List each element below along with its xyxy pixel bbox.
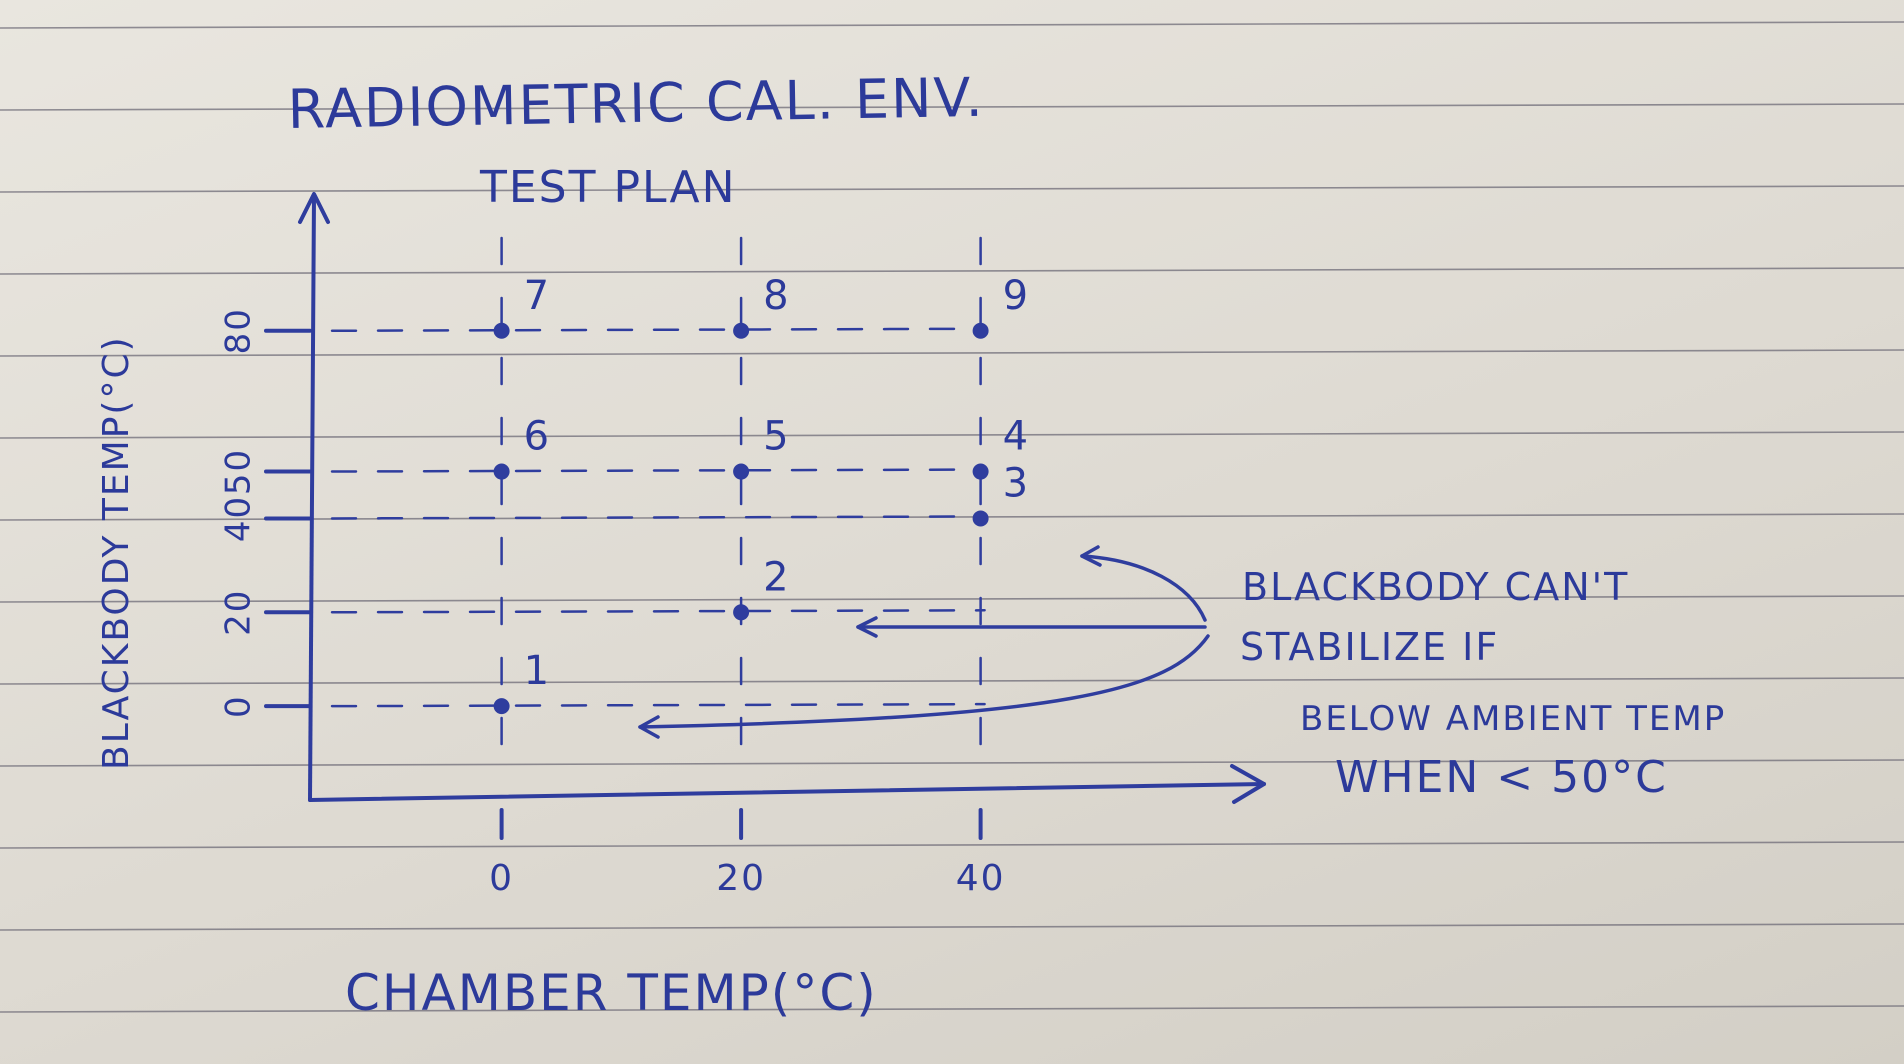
ruled-line — [0, 267, 1904, 275]
y-axis-label: BLACKBODY TEMP(°C) — [96, 335, 137, 770]
x-tick-label: 40 — [956, 858, 1006, 899]
horizontal-gridline — [330, 609, 986, 614]
data-point-8 — [733, 322, 750, 339]
chart-subtitle: TEST PLAN — [479, 162, 737, 213]
y-axis-arrowhead — [298, 192, 330, 224]
chart-title: RADIOMETRIC CAL. ENV. — [287, 66, 985, 141]
annotation-line-1: BLACKBODY CAN'T — [1242, 565, 1629, 609]
ruled-line — [0, 431, 1904, 439]
data-point-label: 2 — [763, 554, 790, 600]
y-tick-label: 20 — [219, 589, 259, 636]
annotation-line-3: BELOW AMBIENT TEMP — [1300, 699, 1726, 739]
ruled-line — [0, 185, 1904, 193]
x-axis-line — [308, 782, 1266, 802]
ruled-line — [0, 923, 1904, 931]
data-point-label: 6 — [524, 414, 551, 460]
data-point-5 — [733, 463, 750, 480]
data-point-3 — [972, 510, 989, 527]
notebook-ruled-lines — [0, 21, 1904, 1013]
dashed-gridlines — [330, 236, 986, 780]
data-point-2 — [733, 604, 750, 621]
data-point-4 — [972, 463, 989, 480]
data-point-label: 8 — [763, 273, 790, 319]
axes — [298, 192, 1266, 804]
y-tick-label: 40 — [219, 495, 259, 542]
ruled-line — [0, 1005, 1904, 1013]
x-tick-label: 20 — [716, 858, 766, 899]
data-point-9 — [972, 322, 989, 339]
horizontal-gridline — [330, 327, 986, 333]
annotation-line-2: STABILIZE IF — [1240, 625, 1499, 669]
data-point-label: 1 — [524, 648, 551, 694]
data-points: 1 2 34 5 6 7 8 9 — [493, 273, 1030, 715]
annotation-note: BLACKBODY CAN'T STABILIZE IF BELOW AMBIE… — [1240, 565, 1726, 803]
x-tick-label: 0 — [489, 858, 514, 899]
callout-arrowhead-2 — [856, 616, 878, 638]
callout-arrowhead-1 — [638, 715, 660, 739]
y-tick-label: 80 — [219, 307, 259, 354]
horizontal-gridline — [330, 702, 986, 708]
data-point-label: 4 — [1003, 414, 1030, 460]
ruled-line — [0, 349, 1904, 357]
callout-arrow-to-point-1 — [638, 634, 1210, 729]
x-axis-arrowhead — [1230, 764, 1266, 804]
y-tick-label: 0 — [219, 694, 259, 718]
ruled-line — [0, 595, 1904, 603]
ruled-line — [0, 759, 1904, 767]
y-tick-label: 50 — [219, 448, 259, 495]
data-point-label: 5 — [763, 414, 790, 460]
data-point-7 — [493, 322, 510, 339]
data-point-6 — [493, 463, 510, 480]
ruled-line — [0, 677, 1904, 685]
data-point-label: 3 — [1003, 460, 1030, 506]
annotation-arrows — [638, 545, 1210, 739]
ruled-line — [0, 21, 1904, 29]
y-axis-line — [308, 194, 316, 802]
x-axis-label: CHAMBER TEMP(°C) — [345, 964, 878, 1022]
callout-arrow-to-point-3 — [1080, 554, 1207, 622]
ruled-line — [0, 841, 1904, 849]
data-point-1 — [493, 698, 510, 715]
callout-arrowhead-3 — [1080, 545, 1102, 567]
data-point-label: 7 — [524, 273, 551, 319]
horizontal-gridline — [330, 468, 986, 473]
annotation-line-4: WHEN < 50°C — [1335, 752, 1668, 803]
data-point-label: 9 — [1003, 273, 1030, 319]
ruled-line — [0, 103, 1904, 111]
horizontal-gridline — [330, 515, 986, 520]
